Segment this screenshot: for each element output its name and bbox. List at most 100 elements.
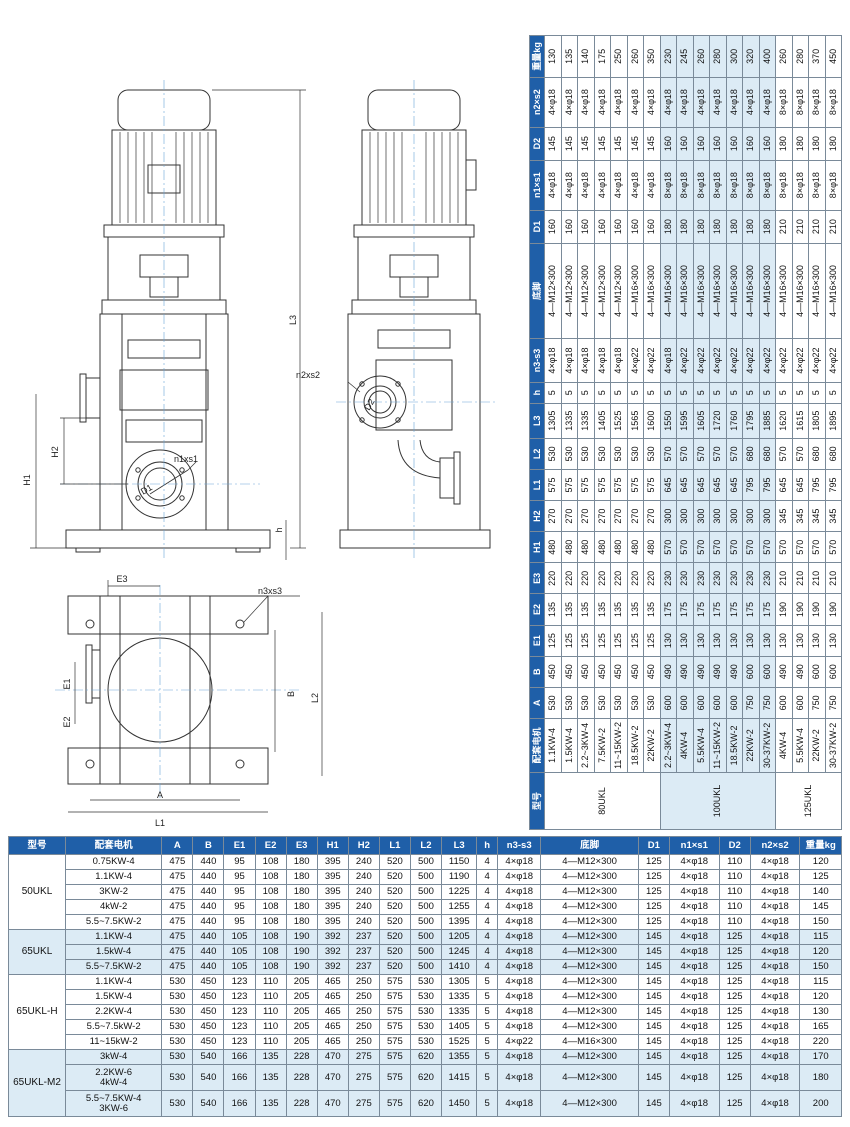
value-cell: 392	[316, 944, 349, 960]
value-cell: 4×φ22	[808, 338, 825, 383]
value-cell: 4—M12×300	[540, 1049, 639, 1065]
value-cell: 175	[676, 593, 693, 626]
value-cell: 795	[742, 469, 759, 501]
value-cell: 4×φ18	[749, 914, 801, 930]
value-cell: 5	[775, 382, 792, 404]
value-cell: 4×φ18	[668, 899, 720, 915]
value-cell: 1335	[561, 403, 578, 439]
value-cell: 750	[742, 687, 759, 719]
value-cell: 4×φ18	[496, 884, 542, 900]
value-cell: 140	[799, 884, 842, 900]
value-cell: 1615	[792, 403, 809, 439]
value-cell: 145	[637, 974, 670, 990]
value-cell: 395	[316, 914, 349, 930]
value-cell: 105	[223, 959, 256, 975]
column-header: D2	[529, 127, 545, 161]
value-cell: 4×φ18	[496, 1004, 542, 1020]
value-cell: 500	[409, 959, 443, 975]
value-cell: 480	[627, 531, 644, 563]
value-cell: 4×φ18	[749, 1004, 801, 1020]
motor-cell: 4kW-2	[64, 899, 163, 915]
value-cell: 645	[775, 469, 792, 501]
value-cell: 4×φ18	[749, 899, 801, 915]
column-header: E2	[254, 836, 287, 855]
value-cell: 570	[660, 531, 677, 563]
value-cell: 125	[718, 1064, 751, 1091]
value-cell: 190	[285, 959, 318, 975]
value-cell: 108	[254, 884, 287, 900]
value-cell: 530	[561, 438, 578, 470]
value-cell: 530	[627, 687, 644, 719]
value-cell: 4×φ22	[709, 338, 726, 383]
value-cell: 500	[409, 914, 443, 930]
value-cell: 110	[718, 854, 751, 870]
value-cell: 575	[627, 469, 644, 501]
dimension-label-h2: H2	[50, 446, 60, 458]
value-cell: 680	[808, 438, 825, 470]
front-view-drawing	[65, 89, 271, 553]
dimension-label-a: A	[157, 790, 163, 800]
value-cell: 4×φ22	[759, 338, 776, 383]
value-cell: 175	[742, 593, 759, 626]
column-header: L1	[529, 469, 545, 501]
value-cell: 530	[594, 438, 611, 470]
value-cell: 125	[637, 884, 670, 900]
value-cell: 575	[594, 469, 611, 501]
value-cell: 520	[378, 869, 411, 885]
motor-cell: 5.5~7.5kW-2	[64, 1019, 163, 1035]
value-cell: 395	[316, 899, 349, 915]
column-header: L3	[441, 836, 478, 855]
value-cell: 520	[378, 914, 411, 930]
value-cell: 190	[775, 593, 792, 626]
value-cell: 450	[192, 974, 225, 990]
column-header: 重量kg	[799, 836, 842, 855]
value-cell: 125	[718, 1019, 751, 1035]
column-header: D1	[637, 836, 670, 855]
value-cell: 1355	[441, 1049, 478, 1065]
motor-cell: 5.5~7.5KW-2	[64, 914, 163, 930]
value-cell: 108	[254, 929, 287, 945]
value-cell: 110	[718, 884, 751, 900]
value-cell: 500	[409, 854, 443, 870]
value-cell: 5	[476, 1019, 498, 1035]
value-cell: 450	[192, 1004, 225, 1020]
value-cell: 4—M16×300	[709, 243, 726, 339]
value-cell: 4×φ18	[668, 989, 720, 1005]
value-cell: 180	[285, 884, 318, 900]
value-cell: 4×φ22	[643, 338, 660, 383]
value-cell: 125	[799, 869, 842, 885]
value-cell: 530	[544, 687, 561, 719]
value-cell: 4—M12×300	[540, 929, 639, 945]
value-cell: 123	[223, 974, 256, 990]
value-cell: 490	[709, 656, 726, 688]
value-cell: 4×φ18	[643, 77, 660, 128]
value-cell: 270	[627, 500, 644, 532]
value-cell: 190	[792, 593, 809, 626]
value-cell: 230	[759, 562, 776, 594]
value-cell: 180	[285, 914, 318, 930]
value-cell: 645	[660, 469, 677, 501]
value-cell: 320	[742, 35, 759, 78]
value-cell: 570	[660, 438, 677, 470]
column-header: B	[192, 836, 225, 855]
value-cell: 300	[676, 500, 693, 532]
value-cell: 4×φ18	[668, 1090, 720, 1117]
value-cell: 190	[825, 593, 842, 626]
value-cell: 4×φ18	[594, 160, 611, 211]
value-cell: 5	[594, 382, 611, 404]
value-cell: 165	[799, 1019, 842, 1035]
value-cell: 125	[637, 914, 670, 930]
value-cell: 1620	[775, 403, 792, 439]
value-cell: 4×φ18	[668, 914, 720, 930]
value-cell: 450	[643, 656, 660, 688]
value-cell: 1760	[726, 403, 743, 439]
value-cell: 5	[476, 989, 498, 1005]
value-cell: 95	[223, 869, 256, 885]
value-cell: 475	[161, 869, 194, 885]
value-cell: 220	[561, 562, 578, 594]
value-cell: 500	[409, 944, 443, 960]
value-cell: 4—M16×300	[808, 243, 825, 339]
